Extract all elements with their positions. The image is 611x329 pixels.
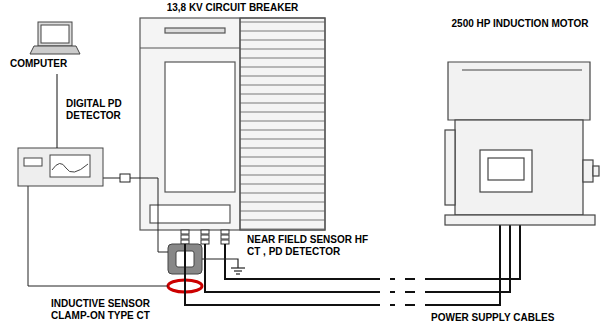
motor-node: 2500 HP INDUCTION MOTOR xyxy=(440,50,600,230)
computer-node: COMPUTER xyxy=(10,20,85,72)
node-label: 2500 HP INDUCTION MOTOR xyxy=(440,18,600,30)
breaker-cabinet xyxy=(140,18,325,230)
node-label: 13,8 KV CIRCUIT BREAKER xyxy=(140,2,325,14)
power-cable xyxy=(185,230,500,305)
sensor-label: NEAR FIELD SENSOR HF CT , PD DETECTOR xyxy=(246,234,373,258)
edge-label: POWER SUPPLY CABLES xyxy=(430,312,555,324)
terminal-bushings xyxy=(181,230,229,244)
pd-detector-box xyxy=(18,148,103,186)
node-label: COMPUTER xyxy=(10,58,85,70)
sensor-label: INDUCTIVE SENSOR CLAMP-ON TYPE CT xyxy=(50,298,162,322)
detector-node: DIGITAL PD DETECTOR xyxy=(18,148,103,186)
sensor-wires xyxy=(28,174,168,286)
node-label: DIGITAL PD DETECTOR xyxy=(66,98,138,122)
data-cable xyxy=(57,74,58,148)
breaker-node: 13,8 KV CIRCUIT BREAKER xyxy=(140,18,325,230)
computer-icon xyxy=(30,22,80,54)
ground-symbol xyxy=(202,259,245,274)
induction-motor xyxy=(445,62,599,225)
